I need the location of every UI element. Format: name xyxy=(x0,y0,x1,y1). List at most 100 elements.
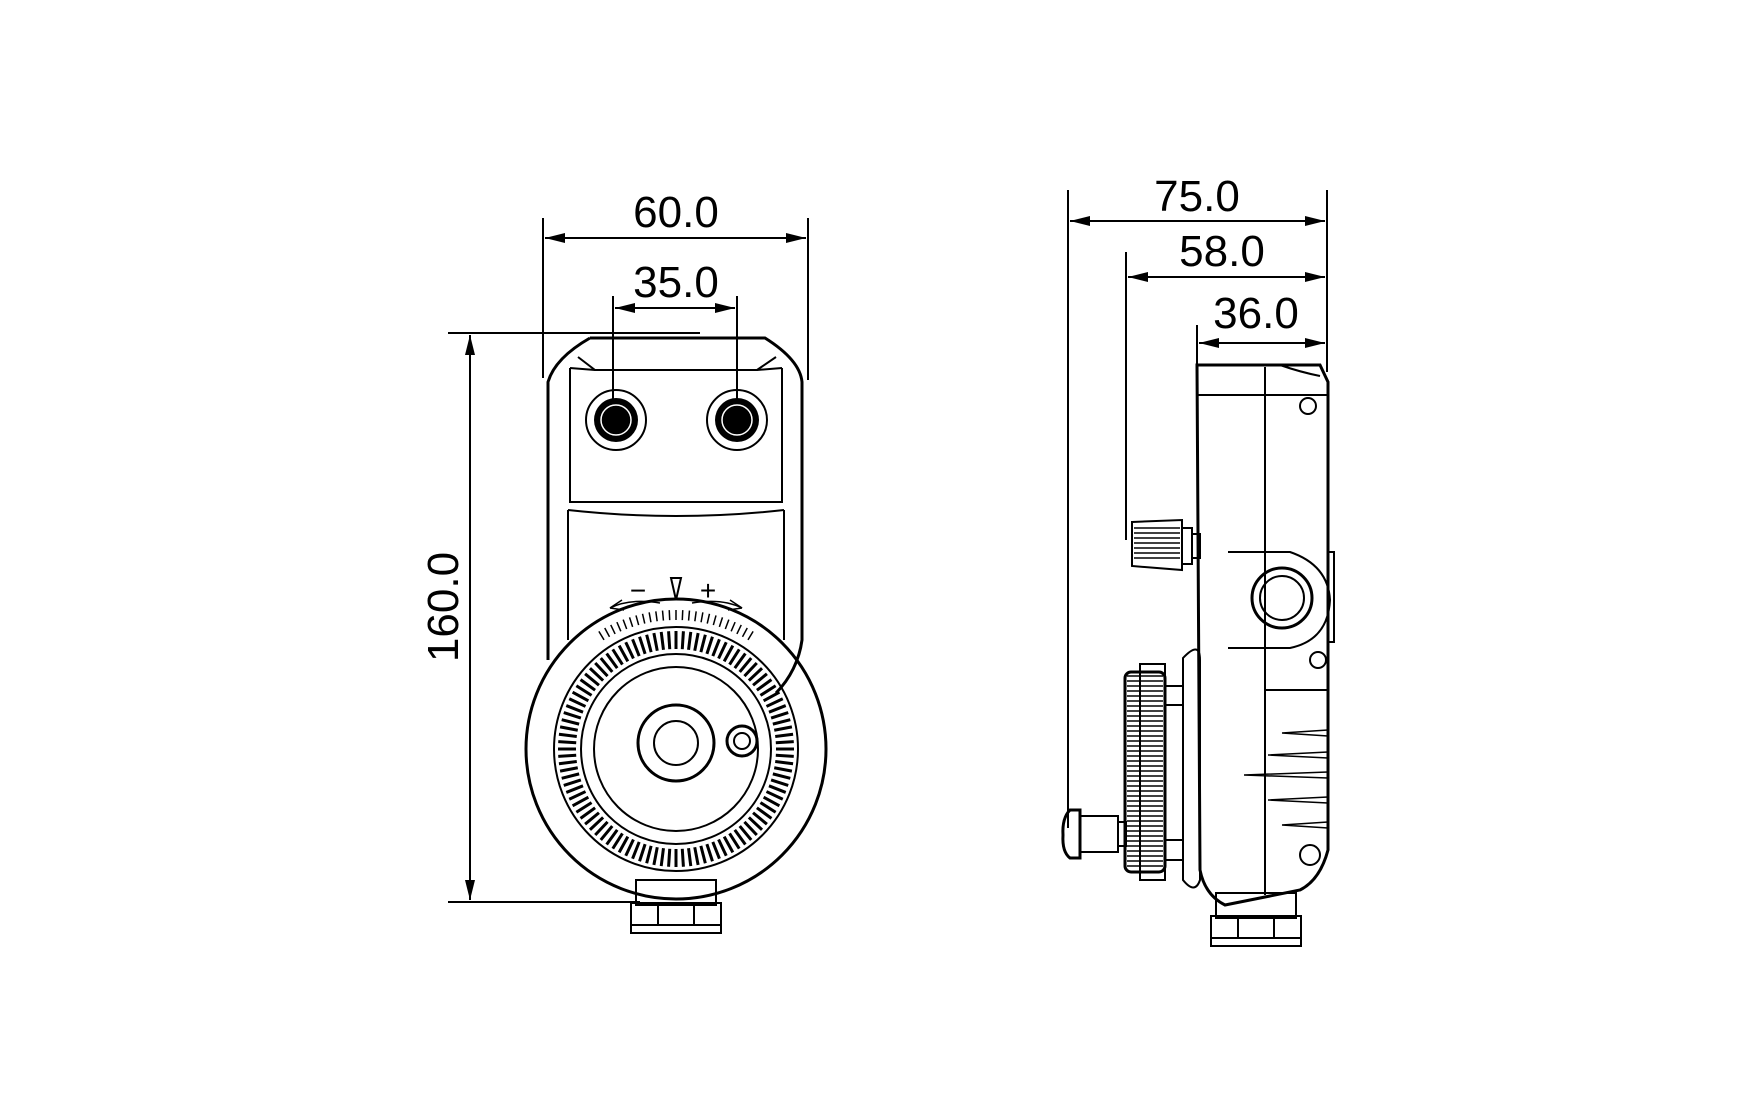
drawing-line xyxy=(687,631,693,650)
drawing-line xyxy=(599,825,614,841)
direction-indicator: − + xyxy=(609,575,743,611)
front-view: 60.0 35.0 160.0 xyxy=(419,188,828,934)
drawing-line xyxy=(680,848,685,867)
drawing-line xyxy=(747,816,764,831)
drawing-line xyxy=(756,806,773,820)
dimension-depth-overall-label: 75.0 xyxy=(1154,172,1240,221)
drawing-line xyxy=(765,697,784,708)
drawing-line xyxy=(645,845,653,864)
drawing-line xyxy=(659,631,665,650)
drawing-line xyxy=(759,684,777,697)
drawing-line xyxy=(617,835,630,854)
drawing-line xyxy=(768,784,787,794)
drawing-line xyxy=(699,845,707,864)
drawing-line xyxy=(631,841,641,860)
drawing-line xyxy=(565,784,584,794)
drawing-line xyxy=(624,838,635,857)
knob-knurling xyxy=(1134,527,1180,559)
drawing-line xyxy=(717,838,728,857)
drawing-line xyxy=(773,725,793,732)
drawing-line xyxy=(752,811,768,826)
drawing-line xyxy=(594,661,609,678)
dimension-depth-to-knob-label: 58.0 xyxy=(1179,227,1265,276)
dimension-depth-body: 36.0 xyxy=(1196,289,1325,372)
drawing-line xyxy=(775,732,794,738)
drawing-line xyxy=(559,725,579,732)
drawing-line xyxy=(756,678,773,692)
drawing-line xyxy=(558,732,577,738)
drawing-line xyxy=(762,795,781,808)
drawing-line xyxy=(762,690,781,703)
drawing-line xyxy=(765,790,784,801)
drawing-line xyxy=(705,843,714,862)
side-selector-knob xyxy=(1131,518,1201,572)
dimension-depth-overall: 75.0 xyxy=(1067,172,1328,828)
drawing-line xyxy=(652,632,659,652)
dimension-depth-to-knob: 58.0 xyxy=(1125,227,1325,540)
drawing-line xyxy=(631,638,641,657)
drawing-line xyxy=(733,652,747,669)
drawing-line xyxy=(741,627,748,638)
drawing-line xyxy=(568,790,587,801)
handwheel-knurling xyxy=(1127,675,1163,867)
drawing-line xyxy=(733,829,747,846)
drawing-line xyxy=(680,631,685,650)
drawing-line xyxy=(561,718,580,726)
drawing-line xyxy=(568,697,587,708)
drawing-line xyxy=(693,632,700,652)
drawing-line xyxy=(743,661,758,678)
drawing-line xyxy=(558,753,577,758)
drawing-line xyxy=(575,684,593,697)
drawing-line xyxy=(711,841,721,860)
minus-symbol: − xyxy=(630,575,646,606)
drawing-line xyxy=(579,678,596,692)
drawing-line xyxy=(645,634,653,653)
drawing-line xyxy=(743,820,758,837)
drawing-line xyxy=(605,652,619,669)
drawing-line xyxy=(770,711,789,720)
drawing-line xyxy=(728,648,741,666)
drawing-line xyxy=(773,766,793,773)
drawing-line xyxy=(772,718,791,726)
drawing-line xyxy=(687,848,693,867)
plus-symbol: + xyxy=(700,575,716,606)
drawing-line xyxy=(722,644,735,663)
drawing-line xyxy=(563,711,582,720)
drawing-line xyxy=(628,617,634,628)
dimension-button-spacing-label: 35.0 xyxy=(633,258,719,307)
drawing-line xyxy=(624,641,635,660)
drawing-line xyxy=(738,657,753,673)
drawing-line xyxy=(770,778,789,787)
drawing-line xyxy=(775,740,794,745)
drawing-line xyxy=(579,806,596,820)
dimension-width-overall: 60.0 xyxy=(542,188,809,380)
drawing-line xyxy=(571,795,590,808)
drawing-line xyxy=(584,811,600,826)
drawing-line xyxy=(652,846,659,866)
drawing-line xyxy=(558,760,577,766)
dimension-height-overall-label: 160.0 xyxy=(419,552,468,662)
drawing-line xyxy=(611,832,624,850)
drawing-line xyxy=(599,657,614,673)
drawing-line xyxy=(705,636,714,655)
drawing-line xyxy=(775,753,794,758)
drawing-line xyxy=(616,621,622,632)
drawing-line xyxy=(706,613,711,624)
drawing-line xyxy=(611,648,624,666)
drawing-line xyxy=(610,624,616,635)
drawing-line xyxy=(687,610,691,621)
drawing-line xyxy=(584,672,600,687)
drawing-line xyxy=(667,848,672,867)
drawing-line xyxy=(605,829,619,846)
drawing-line xyxy=(772,772,791,780)
drawing-line xyxy=(738,825,753,841)
drawing-line xyxy=(718,617,724,628)
front-button-left xyxy=(585,389,647,451)
drawing-line xyxy=(558,740,577,745)
handwheel-graduation xyxy=(558,610,794,867)
drawing-line xyxy=(563,778,582,787)
drawing-line xyxy=(617,644,630,663)
dimension-height-overall: 160.0 xyxy=(419,332,700,903)
drawing-line xyxy=(565,704,584,714)
drawing-line xyxy=(759,801,777,814)
